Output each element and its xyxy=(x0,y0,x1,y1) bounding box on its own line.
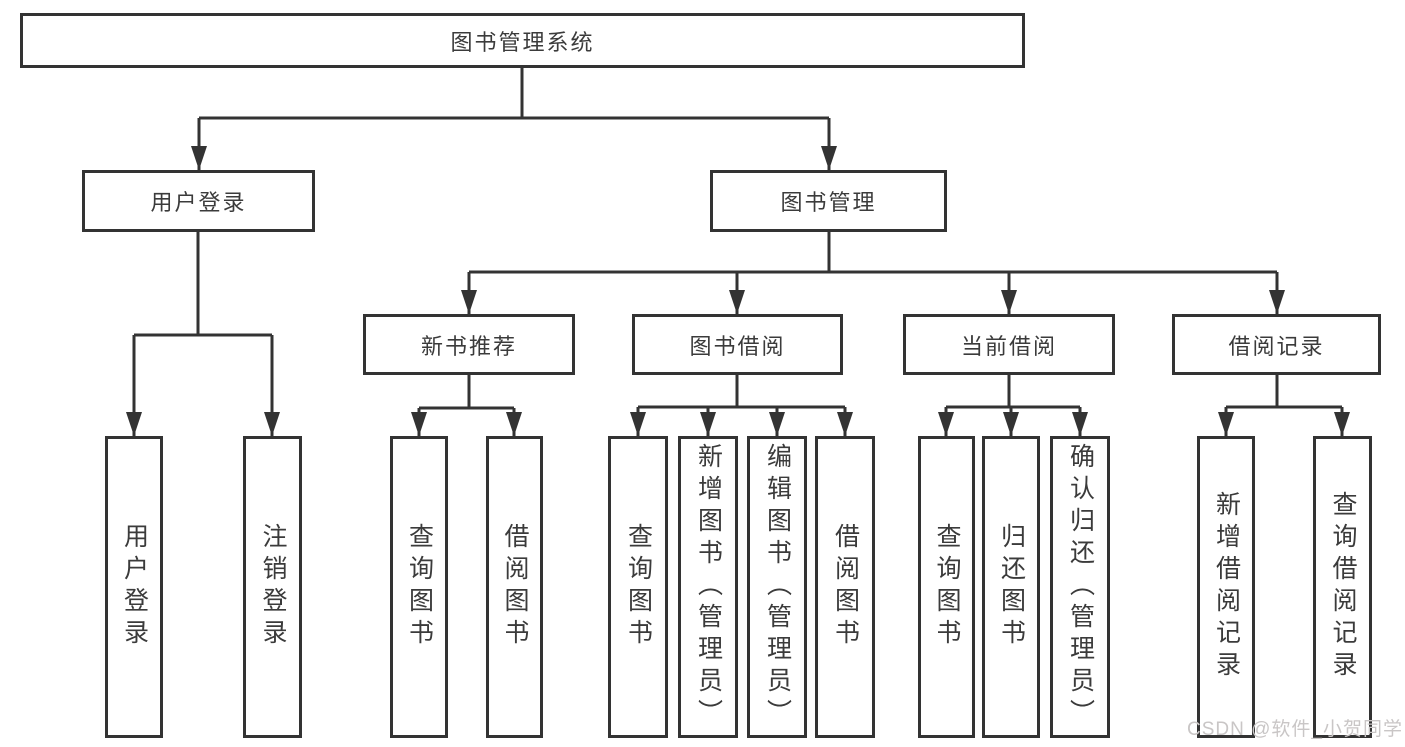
node-label: 查询图书 xyxy=(405,523,434,651)
leaf-borrow-books-2: 借阅图书 xyxy=(815,436,875,738)
leaf-query-books-2: 查询图书 xyxy=(608,436,668,738)
leaf-query-books-1: 查询图书 xyxy=(390,436,448,738)
node-label: 新增图书（管理员） xyxy=(694,443,723,731)
connector-currentborrow-split xyxy=(946,375,1080,409)
node-label: 新书推荐 xyxy=(420,333,517,359)
node-label: 查询图书 xyxy=(624,523,653,651)
node-label: 用户登录 xyxy=(150,190,247,215)
node-user-login: 用户登录 xyxy=(82,170,315,232)
node-label: 图书管理系统 xyxy=(450,29,595,55)
connector-root-split xyxy=(199,68,829,120)
leaf-return-books: 归还图书 xyxy=(982,436,1040,738)
node-label: 图书借阅 xyxy=(689,333,786,359)
leaf-edit-books-admin: 编辑图书（管理员） xyxy=(747,436,807,738)
node-label: 借阅图书 xyxy=(501,523,529,651)
node-book-management: 图书管理 xyxy=(710,170,947,232)
node-label: 借阅记录 xyxy=(1228,333,1325,359)
node-label: 借阅图书 xyxy=(831,523,860,651)
node-label: 新增借阅记录 xyxy=(1212,491,1241,683)
node-label: 注销登录 xyxy=(259,523,287,651)
leaf-user-login: 用户登录 xyxy=(105,436,163,738)
connector-bookmgmt-split xyxy=(469,232,1277,274)
node-borrowing-records: 借阅记录 xyxy=(1172,314,1381,375)
node-book-borrowing: 图书借阅 xyxy=(632,314,843,375)
csdn-watermark: CSDN @软件_小贺同学 xyxy=(1187,719,1403,740)
node-label: 图书管理 xyxy=(780,190,877,215)
node-label: 查询图书 xyxy=(933,523,961,651)
leaf-add-borrow-record: 新增借阅记录 xyxy=(1197,436,1255,738)
leaf-confirm-return-admin: 确认归还（管理员） xyxy=(1050,436,1110,738)
leaf-query-borrow-record: 查询借阅记录 xyxy=(1313,436,1372,738)
node-label: 归还图书 xyxy=(997,523,1026,651)
node-label: 用户登录 xyxy=(120,523,149,651)
node-label: 确认归还（管理员） xyxy=(1066,443,1095,731)
connector-bookborrow-split xyxy=(638,375,845,409)
connector-userlogin-split xyxy=(134,232,272,337)
node-label: 查询借阅记录 xyxy=(1329,491,1357,683)
node-root-system: 图书管理系统 xyxy=(20,13,1025,68)
node-label: 当前借阅 xyxy=(960,333,1057,359)
leaf-add-books-admin: 新增图书（管理员） xyxy=(678,436,738,738)
connector-borrowrecords-split xyxy=(1226,375,1342,409)
node-label: 编辑图书（管理员） xyxy=(763,443,792,731)
node-new-book-recommend: 新书推荐 xyxy=(363,314,575,375)
leaf-borrow-books-1: 借阅图书 xyxy=(486,436,543,738)
node-current-borrowing: 当前借阅 xyxy=(903,314,1115,375)
leaf-logout: 注销登录 xyxy=(243,436,302,738)
leaf-query-books-3: 查询图书 xyxy=(918,436,975,738)
connector-newbook-split xyxy=(419,375,514,410)
